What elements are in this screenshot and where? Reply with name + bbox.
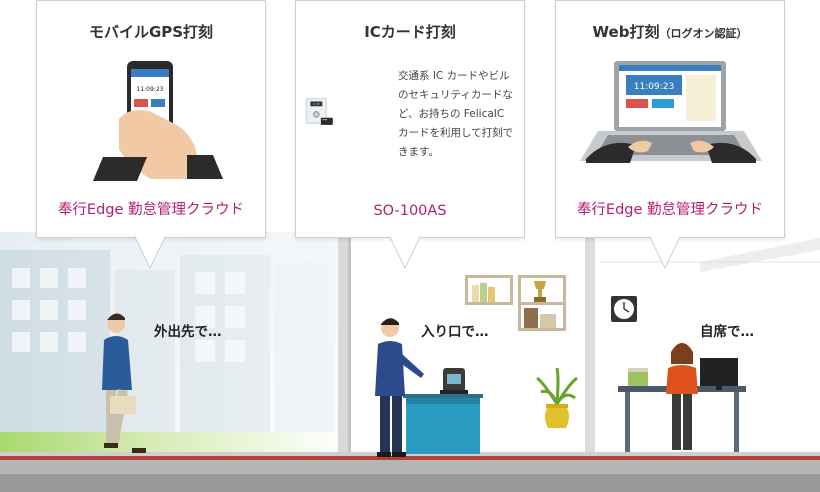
scene-label-desk: 自席で…	[700, 324, 754, 340]
callout-title: モバイルGPS打刻	[88, 23, 214, 41]
walking-person-illustration	[102, 313, 146, 453]
callout-title: ICカード打刻	[364, 23, 456, 41]
callout-web: Web打刻（ログオン認証） 11:09:23 奉行Edge 勤怠管理クラウド	[555, 0, 785, 238]
receptionist-person-illustration	[375, 318, 424, 457]
scene-label-outside: 外出先で…	[154, 324, 222, 340]
laptop-hands-illustration: 11:09:23	[580, 61, 762, 163]
svg-text:9:00: 9:00	[313, 102, 320, 106]
desk-worker-illustration	[666, 343, 698, 450]
callout-product: 奉行Edge 勤怠管理クラウド	[57, 202, 245, 218]
callout-product: 奉行Edge 勤怠管理クラウド	[576, 202, 764, 218]
callout-title: Web打刻（ログオン認証）	[592, 23, 748, 41]
callout-product: SO-100AS	[373, 203, 447, 219]
scene-label-entrance: 入り口で…	[421, 324, 489, 340]
smartphone-hand-illustration: 11:09:23	[93, 61, 223, 181]
svg-text:11:09:23: 11:09:23	[634, 82, 674, 92]
callout-mobile-gps: モバイルGPS打刻 11:09:23 奉行Edge 勤怠管理クラウド	[36, 0, 266, 238]
callout-description: 交通系 IC カードやビルのセキュリティカードなど、お持ちの FelicaIC …	[398, 70, 514, 158]
callout-ic-card: ICカード打刻 9:00 交通系 IC カードやビルのセキュリティカードなど、お…	[295, 0, 525, 238]
svg-text:11:09:23: 11:09:23	[137, 86, 164, 93]
ic-card-reader-illustration: 9:00	[305, 97, 333, 125]
